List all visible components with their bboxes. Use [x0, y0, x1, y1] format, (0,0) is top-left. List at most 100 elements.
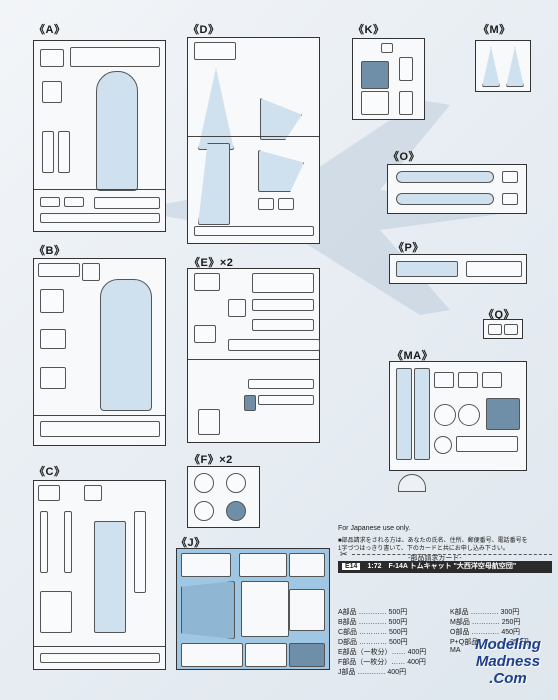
order-row: E部品（一枚分）…… 400円: [338, 649, 427, 656]
tail-fin-part: [198, 68, 234, 150]
modeling-madness-watermark: Modeling Madness .Com: [462, 636, 554, 687]
fuselage-part: [100, 279, 152, 411]
card-title: -部品請求カード-: [408, 555, 462, 562]
fin-part: [506, 47, 524, 87]
part: [289, 589, 325, 631]
part: [40, 289, 64, 313]
wheel-part: [458, 404, 480, 426]
order-row: D部品 ………… 500円: [338, 639, 408, 646]
part: [194, 42, 236, 60]
part: [252, 319, 314, 331]
order-row: O部品 ………… 450円: [450, 629, 521, 636]
part: [399, 57, 413, 81]
part: [434, 372, 454, 388]
sprue-sheet-p: [389, 254, 527, 284]
product-name: F-14A トムキャット "大西洋空母航空団": [388, 563, 517, 570]
fuel-tank-part: [396, 171, 494, 183]
part: [42, 131, 54, 173]
fuel-tank-part: [396, 193, 494, 205]
sprue-sheet-o: [387, 164, 527, 214]
sprue-sheet-c: [33, 480, 166, 670]
order-row: A部品 ………… 500円: [338, 609, 408, 616]
part: [252, 299, 314, 311]
part: [361, 91, 389, 115]
photo-etch-sheet-ma: [389, 361, 527, 471]
part: [458, 372, 478, 388]
tail-fin-part: [198, 143, 230, 225]
part: [502, 171, 518, 183]
part: [381, 43, 393, 53]
part: [70, 47, 160, 67]
order-row: B部品 ………… 500円: [338, 619, 408, 626]
product-scale: 1:72: [367, 563, 382, 570]
part: [194, 273, 220, 291]
wheel-part: [434, 436, 452, 454]
parts-order-form: For Japanese use only. ■部品請求をされる方は、あなたの氏…: [338, 525, 553, 695]
sheet-o-label: 《O》: [388, 151, 421, 163]
fin-part: [181, 581, 235, 639]
divider: [34, 415, 165, 416]
part: [228, 299, 246, 317]
watermark-line: .Com: [489, 670, 527, 687]
canopy-part: [361, 61, 389, 89]
sheet-c-label: 《C》: [34, 466, 66, 478]
part: [239, 553, 287, 577]
part: [40, 329, 66, 349]
divider: [188, 359, 319, 360]
wheel-part: [434, 404, 456, 426]
sprue-sheet-a: [33, 40, 166, 232]
part: [40, 653, 160, 663]
part: [258, 395, 314, 405]
sheet-d-label: 《D》: [188, 24, 220, 36]
part: [181, 553, 231, 577]
wheel-part: [194, 501, 214, 521]
sheet-k-label: 《K》: [353, 24, 385, 36]
part: [502, 193, 518, 205]
sheet-q-label: 《Q》: [483, 309, 516, 321]
stabilizer-part: [258, 150, 304, 192]
part: [414, 368, 430, 460]
part: [504, 324, 518, 335]
sprue-sheet-b: [33, 258, 166, 446]
part: [42, 81, 62, 103]
part: [289, 643, 325, 667]
part: [289, 553, 325, 577]
order-row: C部品 ………… 500円: [338, 629, 408, 636]
sprue-sheet-f: [187, 466, 260, 528]
part: [241, 581, 289, 637]
part: [245, 643, 287, 667]
part: [84, 485, 102, 501]
sheet-e-label: 《E》×2: [189, 257, 234, 269]
divider: [188, 136, 319, 137]
part: [40, 213, 160, 223]
part: [64, 511, 72, 573]
wheel-part: [194, 473, 214, 493]
part: [40, 367, 66, 389]
order-note-line: 1字づつはっきり書いて、下のカードと共にお申し込み下さい。: [338, 546, 509, 552]
sheet-p-label: 《P》: [393, 242, 424, 254]
part: [486, 398, 520, 430]
sprue-sheet-e: [187, 268, 320, 443]
part: [194, 325, 216, 343]
order-row: K部品 ………… 300円: [450, 609, 520, 616]
watermark-line: Madness: [475, 653, 541, 670]
sprue-sheet-k: [352, 38, 425, 120]
part: [58, 131, 70, 173]
part: [248, 379, 314, 389]
part: [244, 395, 256, 411]
sprue-sheet-q: [483, 319, 523, 339]
part: [40, 49, 64, 67]
part: [456, 436, 518, 452]
cut-line: [352, 554, 552, 555]
fin-part: [482, 47, 500, 87]
part: [134, 511, 146, 593]
scissors-icon: ✂: [340, 549, 348, 559]
order-note-line: ■部品請求をされる方は、あなたの氏名、住所、郵便番号、電話番号を: [338, 538, 528, 544]
part: [396, 368, 412, 460]
part: [40, 421, 160, 437]
order-row: M部品 ………… 250円: [450, 619, 521, 626]
divider: [34, 189, 165, 190]
sprue-sheet-d: [187, 37, 320, 244]
